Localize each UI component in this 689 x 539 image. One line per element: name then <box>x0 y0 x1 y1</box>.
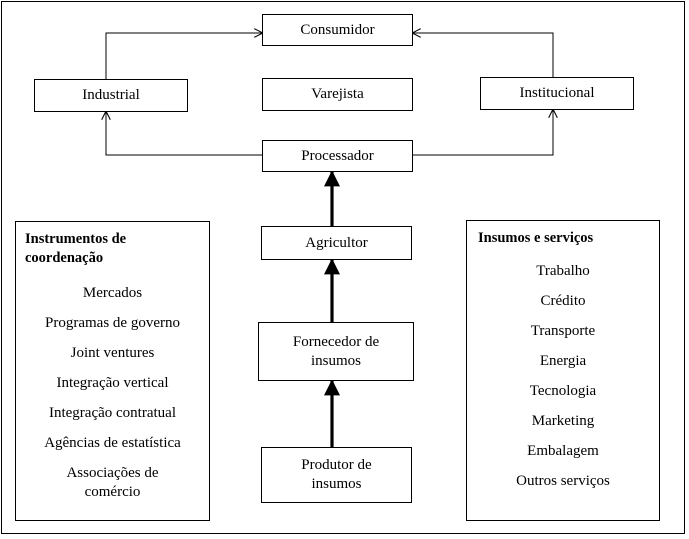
node-agricultor: Agricultor <box>261 226 412 260</box>
list-item: Outros serviços <box>516 473 610 489</box>
node-varejista-label: Varejista <box>311 86 364 102</box>
arrow-processador-to-industrial <box>106 112 262 156</box>
arrow-processador-to-institucional <box>413 110 553 156</box>
node-industrial-label: Industrial <box>82 87 140 103</box>
node-produtor-label-line2: insumos <box>311 476 362 492</box>
arrow-industrial-to-consumidor <box>105 33 262 79</box>
node-fornecedor-de-insumos: Fornecedor de insumos <box>258 322 414 381</box>
panel-insumos-title: Insumos e serviços <box>478 230 594 246</box>
node-processador: Processador <box>262 140 413 172</box>
list-item: Transporte <box>530 323 596 339</box>
node-produtor-label-line1: Produtor de <box>301 457 372 473</box>
node-consumidor-label: Consumidor <box>300 21 375 38</box>
list-item: Joint ventures <box>70 345 155 361</box>
panel-insumos-e-servicos: Insumos e serviços Trabalho Crédito Tran… <box>466 220 660 521</box>
panel-instrumentos-title: Instrumentos de coordenação <box>25 230 126 268</box>
list-item: Marketing <box>531 413 595 429</box>
list-item: Energia <box>539 353 587 369</box>
node-consumidor: Consumidor <box>262 14 413 46</box>
list-item: comércio <box>84 484 141 500</box>
list-item: Mercados <box>82 285 143 301</box>
node-institucional-label: Institucional <box>519 85 595 101</box>
node-processador-label: Processador <box>301 147 374 164</box>
node-varejista: Varejista <box>262 78 413 111</box>
list-item: Crédito <box>540 293 586 309</box>
node-agricultor-label: Agricultor <box>305 234 368 251</box>
list-item: Associações de <box>66 465 159 481</box>
node-fornecedor-label-line1: Fornecedor de <box>292 333 380 350</box>
panel-instrumentos-title-line1: Instrumentos de <box>25 231 127 247</box>
list-item: Integração contratual <box>48 405 176 421</box>
list-item: Agências de estatística <box>44 435 181 451</box>
list-item: Trabalho <box>536 263 590 279</box>
insumos-list: Trabalho Crédito Transporte Energia Tecn… <box>467 262 659 491</box>
list-item: Embalagem <box>527 443 599 459</box>
panel-instrumentos-de-coordenacao: Instrumentos de coordenação Mercados Pro… <box>15 221 210 521</box>
node-institucional: Institucional <box>480 77 634 110</box>
arrow-institucional-to-consumidor <box>413 33 554 77</box>
list-item: Programas de governo <box>45 315 180 331</box>
list-item: Tecnologia <box>529 383 597 399</box>
instrumentos-list: Mercados Programas de governo Joint vent… <box>16 284 209 502</box>
node-industrial: Industrial <box>34 79 188 112</box>
node-fornecedor-label-line2: insumos <box>310 352 361 369</box>
node-produtor-de-insumos: Produtor de insumos <box>261 447 412 503</box>
panel-instrumentos-title-line2: coordenação <box>25 250 104 266</box>
list-item: Integração vertical <box>56 375 169 391</box>
